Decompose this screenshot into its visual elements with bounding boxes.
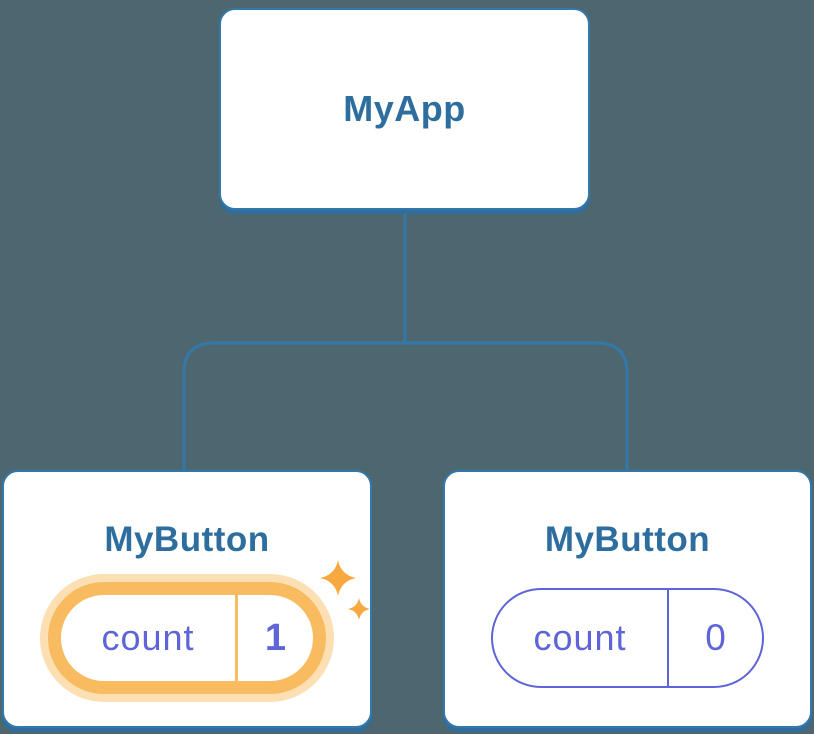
state-key-label: count [533,617,627,658]
state-key-label: count [101,617,195,658]
state-pill-area: count 0 [491,573,764,703]
state-value: 1 [235,595,313,681]
state-value: 0 [667,590,762,686]
state-pill-highlighted: count 1 [48,582,326,694]
node-mybutton-right-label: MyButton [544,520,711,559]
state-pill-area: count 1 [48,573,326,703]
node-mybutton-left: MyButton count 1 [2,470,372,728]
node-myapp: MyApp [219,8,590,210]
state-pill-normal: count 0 [491,588,764,688]
node-myapp-label: MyApp [343,88,466,129]
node-mybutton-right: MyButton count 0 [443,470,812,728]
node-mybutton-left-label: MyButton [104,520,270,559]
